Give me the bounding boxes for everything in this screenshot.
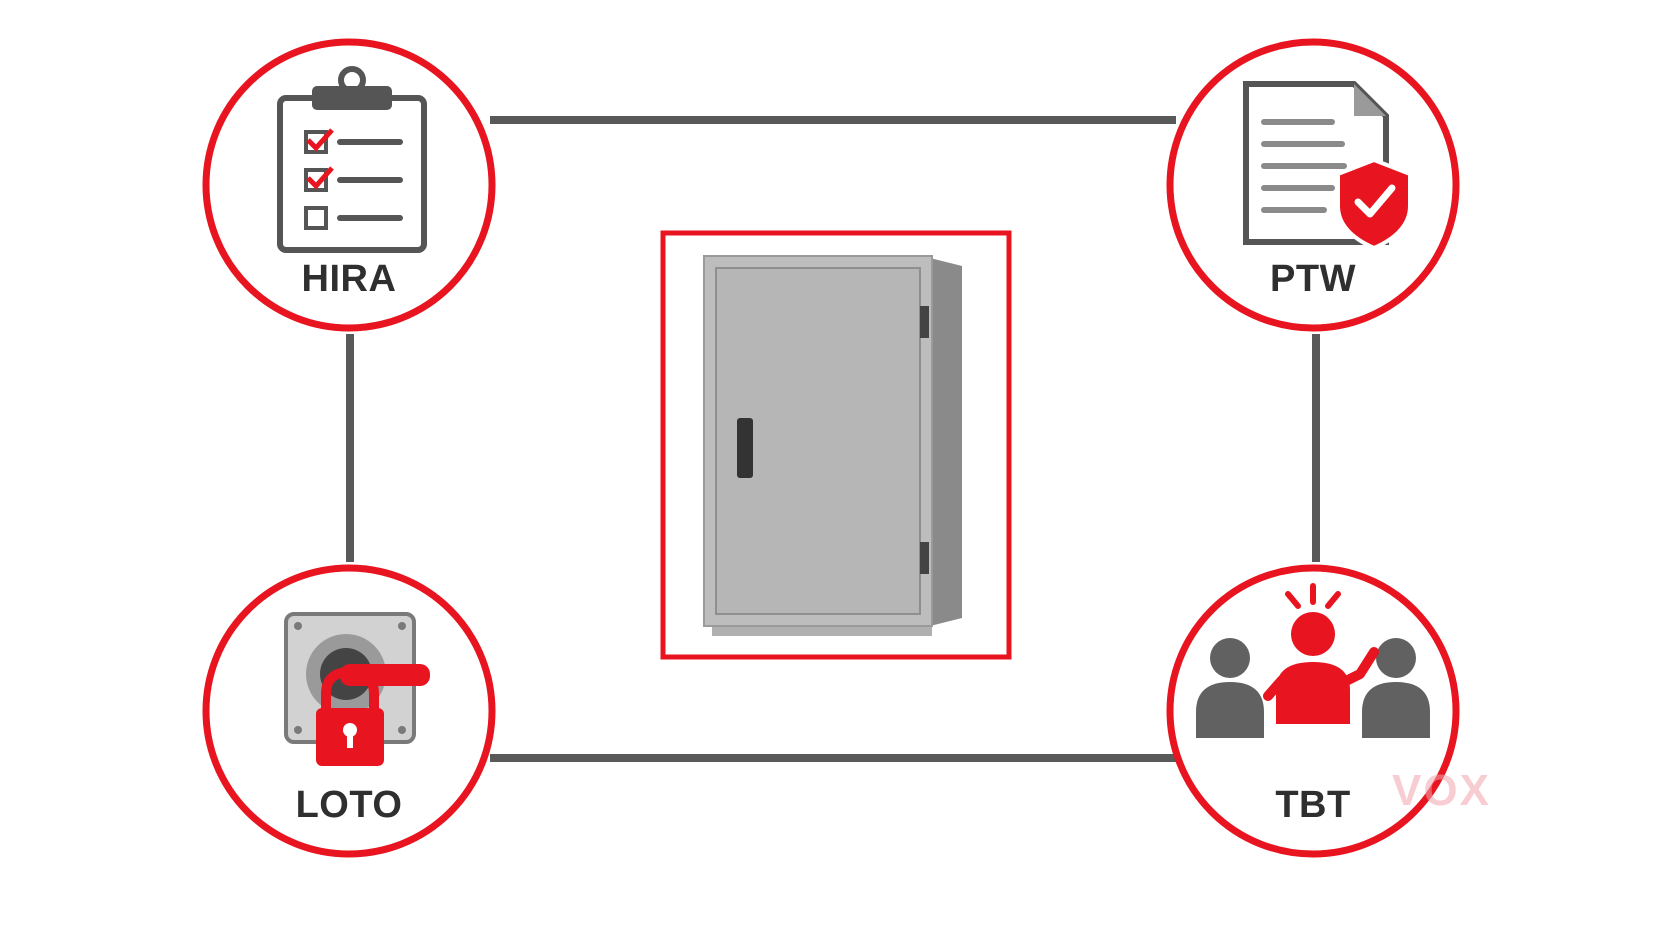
- node-tbt: TBT: [1164, 562, 1462, 860]
- electrical-panel-cabinet-icon: [660, 230, 1012, 660]
- team-talk-people-icon: [1166, 564, 1460, 858]
- checklist-clipboard-icon: [202, 38, 496, 332]
- node-hira: HIRA: [200, 36, 498, 334]
- hira-label: HIRA: [301, 258, 397, 300]
- node-loto: LOTO: [200, 562, 498, 860]
- center-panel-frame: [660, 230, 1012, 660]
- ptw-label: PTW: [1270, 258, 1356, 300]
- isolation-switch-padlock-icon: [202, 564, 496, 858]
- tbt-label: TBT: [1275, 784, 1351, 826]
- permit-document-shield-icon: [1166, 38, 1460, 332]
- loto-label: LOTO: [295, 784, 403, 826]
- watermark-logo: VOX: [1392, 766, 1491, 815]
- node-ptw: PTW: [1164, 36, 1462, 334]
